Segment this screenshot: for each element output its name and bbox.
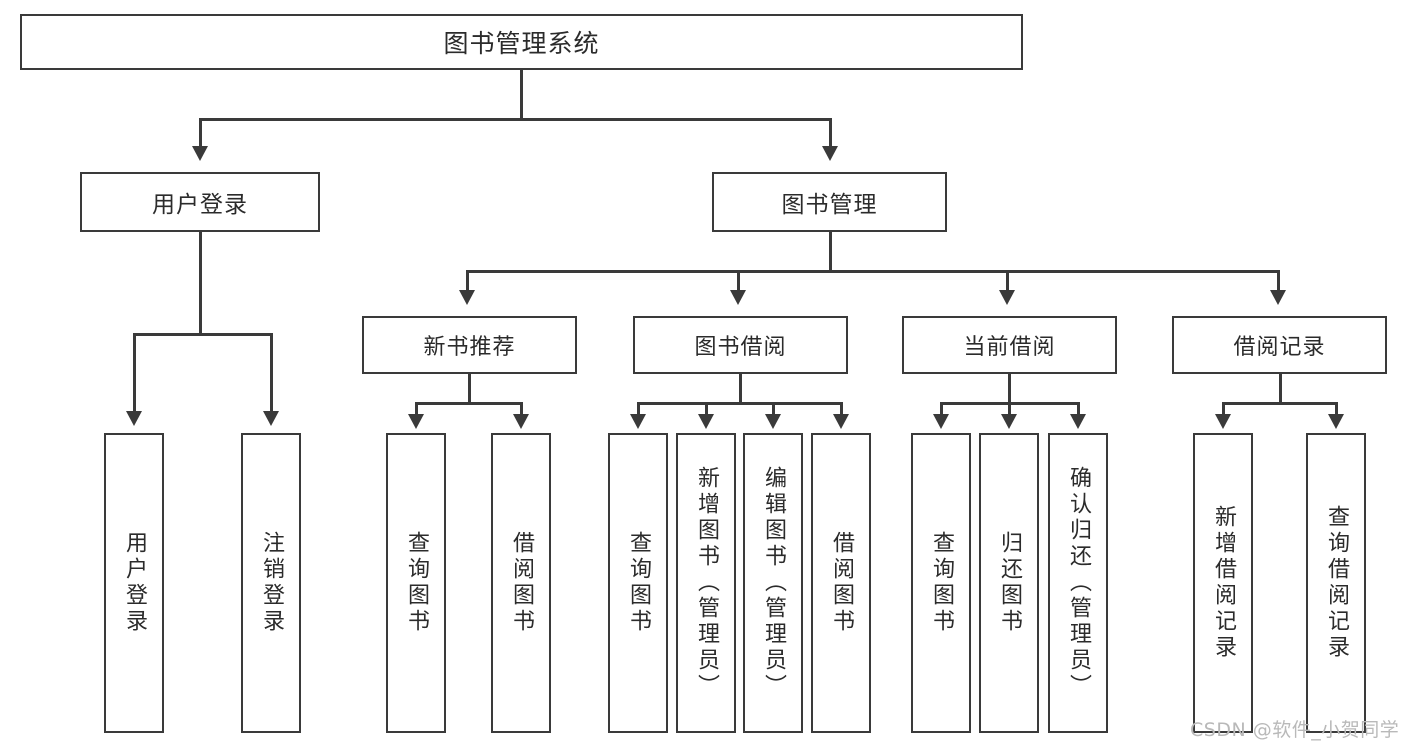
connector-to-new-book-recommend <box>466 270 469 292</box>
connector-book-management-bar <box>466 270 1280 273</box>
connector-root-to-book-management <box>829 118 832 148</box>
node-label: 图书借阅 <box>694 335 787 360</box>
node-label: 用户登录 <box>152 192 248 218</box>
connector-new-book-recommend-bar <box>415 402 523 405</box>
node-label: 查询图书 <box>404 531 429 635</box>
connector-root-stem <box>520 70 523 120</box>
connector-bb-leaf-2 <box>705 402 708 416</box>
arrowhead-nbr-leaf-1 <box>408 414 424 429</box>
leaf-user-login[interactable]: 用户登录 <box>104 433 164 733</box>
connector-book-management-stem <box>829 232 832 272</box>
leaf-logout-login[interactable]: 注销登录 <box>241 433 301 733</box>
node-label: 新书推荐 <box>423 335 516 360</box>
arrowhead-bb-leaf-4 <box>833 414 849 429</box>
connector-nbr-leaf-1 <box>415 402 418 416</box>
node-root-book-management-system[interactable]: 图书管理系统 <box>20 14 1023 70</box>
arrowhead-book-borrow <box>730 290 746 305</box>
leaf-borrow-book-recommend[interactable]: 借阅图书 <box>491 433 551 733</box>
leaf-query-book-borrow[interactable]: 查询图书 <box>608 433 668 733</box>
arrowhead-cb-leaf-2 <box>1001 414 1017 429</box>
connector-current-borrow-stem <box>1008 374 1011 404</box>
arrowhead-new-book-recommend <box>459 290 475 305</box>
node-label: 图书管理系统 <box>443 29 600 58</box>
node-book-borrow[interactable]: 图书借阅 <box>633 316 848 374</box>
connector-cb-leaf-2 <box>1008 402 1011 416</box>
arrowhead-user-login <box>192 146 208 161</box>
leaf-add-book-admin[interactable]: 新增图书（管理员） <box>676 433 736 733</box>
arrowhead-book-management <box>822 146 838 161</box>
arrowhead-leaf-logout <box>263 411 279 426</box>
arrowhead-bb-leaf-2 <box>698 414 714 429</box>
connector-user-login-stem <box>199 232 202 335</box>
connector-cb-leaf-3 <box>1077 402 1080 416</box>
connector-bb-leaf-3 <box>772 402 775 416</box>
leaf-add-borrow-record[interactable]: 新增借阅记录 <box>1193 433 1253 733</box>
connector-book-borrow-bar <box>637 402 843 405</box>
node-label: 借阅图书 <box>829 531 854 635</box>
connector-br-leaf-1 <box>1222 402 1225 416</box>
arrowhead-br-leaf-2 <box>1328 414 1344 429</box>
leaf-edit-book-admin[interactable]: 编辑图书（管理员） <box>743 433 803 733</box>
arrowhead-current-borrow <box>999 290 1015 305</box>
arrowhead-nbr-leaf-2 <box>513 414 529 429</box>
watermark-text: CSDN @软件_小贺同学 <box>1190 719 1400 741</box>
node-label: 借阅图书 <box>509 531 534 635</box>
node-borrow-record[interactable]: 借阅记录 <box>1172 316 1387 374</box>
leaf-query-borrow-record[interactable]: 查询借阅记录 <box>1306 433 1366 733</box>
arrowhead-cb-leaf-1 <box>933 414 949 429</box>
arrowhead-bb-leaf-3 <box>765 414 781 429</box>
connector-to-borrow-record <box>1277 270 1280 292</box>
connector-user-login-to-leaf-2 <box>270 333 273 413</box>
node-label: 查询借阅记录 <box>1324 505 1349 661</box>
node-label: 当前借阅 <box>963 335 1056 360</box>
node-label: 注销登录 <box>259 531 284 635</box>
leaf-confirm-return-admin[interactable]: 确认归还（管理员） <box>1048 433 1108 733</box>
connector-bb-leaf-4 <box>840 402 843 416</box>
connector-book-borrow-stem <box>739 374 742 404</box>
leaf-return-book[interactable]: 归还图书 <box>979 433 1039 733</box>
connector-new-book-recommend-stem <box>468 374 471 404</box>
leaf-borrow-book[interactable]: 借阅图书 <box>811 433 871 733</box>
connector-to-current-borrow <box>1006 270 1009 292</box>
node-label: 新增图书（管理员） <box>694 466 719 700</box>
connector-root-to-user-login <box>199 118 202 148</box>
connector-root-bar <box>199 118 832 121</box>
node-label: 新增借阅记录 <box>1211 505 1236 661</box>
connector-br-leaf-2 <box>1335 402 1338 416</box>
node-user-login[interactable]: 用户登录 <box>80 172 320 232</box>
connector-bb-leaf-1 <box>637 402 640 416</box>
node-label: 借阅记录 <box>1233 335 1326 360</box>
connector-user-login-to-leaf-1 <box>133 333 136 413</box>
node-label: 用户登录 <box>122 531 147 635</box>
connector-cb-leaf-1 <box>940 402 943 416</box>
node-label: 查询图书 <box>626 531 651 635</box>
connector-to-book-borrow <box>737 270 740 292</box>
leaf-query-book-recommend[interactable]: 查询图书 <box>386 433 446 733</box>
node-current-borrow[interactable]: 当前借阅 <box>902 316 1117 374</box>
node-new-book-recommend[interactable]: 新书推荐 <box>362 316 577 374</box>
connector-nbr-leaf-2 <box>520 402 523 416</box>
leaf-query-book-current[interactable]: 查询图书 <box>911 433 971 733</box>
node-label: 图书管理 <box>781 192 878 218</box>
node-label: 确认归还（管理员） <box>1066 466 1091 700</box>
connector-borrow-record-stem <box>1279 374 1282 404</box>
connector-borrow-record-bar <box>1222 402 1338 405</box>
connector-user-login-bar <box>133 333 272 336</box>
arrowhead-leaf-user-login <box>126 411 142 426</box>
node-book-management[interactable]: 图书管理 <box>712 172 947 232</box>
node-label: 查询图书 <box>929 531 954 635</box>
arrowhead-br-leaf-1 <box>1215 414 1231 429</box>
arrowhead-borrow-record <box>1270 290 1286 305</box>
arrowhead-cb-leaf-3 <box>1070 414 1086 429</box>
node-label: 编辑图书（管理员） <box>761 466 786 700</box>
arrowhead-bb-leaf-1 <box>630 414 646 429</box>
node-label: 归还图书 <box>997 531 1022 635</box>
